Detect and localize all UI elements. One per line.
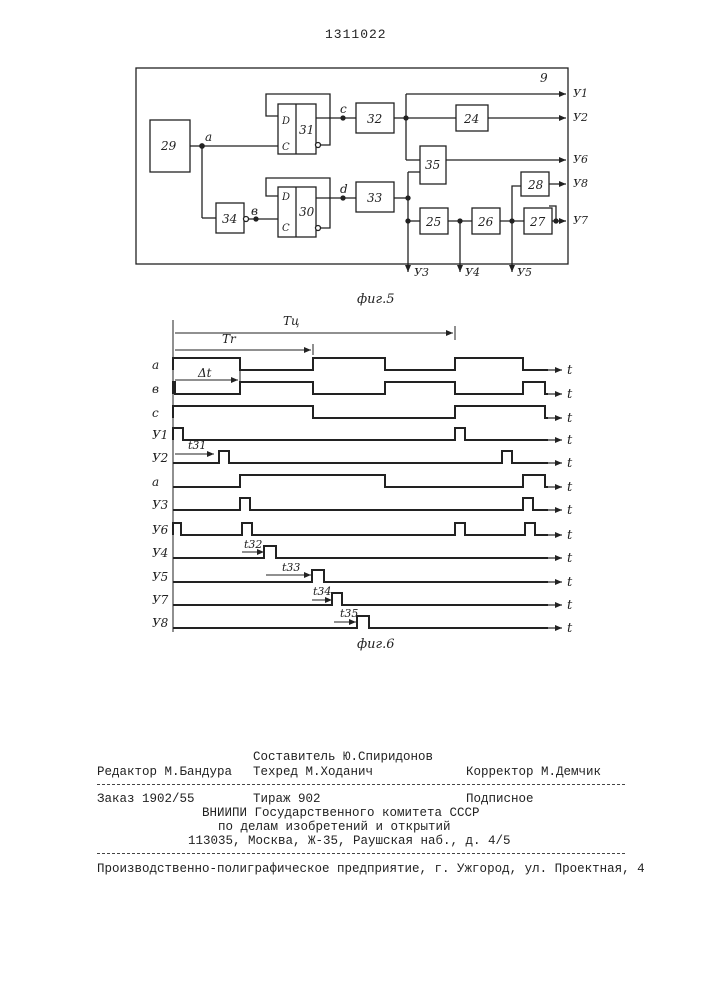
interval-t35: t35 (340, 607, 358, 620)
signal-label-1: в (152, 382, 159, 396)
output-y6: У6 (573, 153, 588, 166)
output-y3: У3 (414, 266, 429, 279)
interval-t33: t33 (282, 561, 300, 574)
signal-label-9: У5 (152, 570, 168, 584)
signal-label-6: У3 (152, 498, 169, 512)
axis-t-label-3: t (567, 433, 573, 448)
waveform-row-0 (173, 358, 548, 370)
block-26-label: 26 (477, 215, 494, 229)
imprint-printer: Производственно-полиграфическое предприя… (97, 862, 645, 876)
block-29-label: 29 (160, 139, 177, 153)
node-d-label: d (340, 182, 348, 196)
imprint-compiler: Составитель Ю.Спиридонов (253, 750, 433, 764)
imprint-circulation: Тираж 902 (253, 792, 321, 806)
divider-2 (97, 853, 625, 854)
interval-t32: t32 (244, 538, 262, 551)
axis-t-label-11: t (567, 621, 573, 636)
axis-t-label-9: t (567, 575, 573, 590)
signal-label-0: a (152, 358, 159, 372)
waveform-row-5 (173, 475, 548, 487)
block-32-label: 32 (367, 112, 382, 126)
interval-t34: t34 (313, 585, 331, 598)
waveform-row-4 (173, 451, 548, 463)
waveform-row-10 (173, 593, 548, 605)
fig6-caption: фиг.6 (357, 637, 395, 652)
waveform-row-3 (173, 428, 548, 440)
delta-t-label: Δt (197, 366, 212, 380)
frame-9 (136, 68, 568, 264)
output-y2: У2 (573, 111, 588, 124)
axis-t-label-2: t (567, 411, 573, 426)
ff30-d-input: D (281, 192, 290, 203)
signal-label-5: a (152, 475, 159, 489)
axis-t-label-1: t (567, 387, 573, 402)
axis-t-label-0: t (567, 363, 573, 378)
block-35-label: 35 (425, 158, 440, 172)
ff31-d-input: D (281, 116, 290, 127)
imprint-order: Заказ 1902/55 (97, 792, 195, 806)
imprint-subscription: Подписное (466, 792, 534, 806)
signal-label-11: У8 (152, 616, 169, 630)
block-30-label: 30 (299, 205, 315, 219)
fig6-timing-diagram: Tц Tr Δt t31 t32 t33 t34 t35 atвtctУ1tУ2… (152, 314, 573, 652)
divider-1 (97, 784, 625, 785)
output-y4: У4 (465, 266, 480, 279)
output-y8: У8 (573, 177, 588, 190)
imprint-address: 113035, Москва, Ж-35, Раушская наб., д. … (188, 834, 511, 848)
block-31-label: 31 (299, 123, 314, 137)
frame-label-9: 9 (540, 71, 548, 85)
waveform-row-11 (173, 616, 548, 628)
output-y5: У5 (517, 266, 532, 279)
block-34-label: 34 (222, 212, 237, 226)
output-y1: У1 (573, 87, 588, 100)
ff31-c-input: C (282, 142, 290, 153)
axis-t-label-5: t (567, 480, 573, 495)
axis-t-label-7: t (567, 528, 573, 543)
waveform-row-2 (173, 406, 548, 418)
signal-label-3: У1 (152, 428, 168, 442)
node-b-label: в (251, 204, 258, 218)
node-a-label: a (205, 130, 212, 144)
waveform-row-6 (173, 498, 548, 510)
signal-label-7: У6 (152, 523, 169, 537)
signal-label-2: c (152, 406, 159, 420)
imprint-techred: Техред М.Ходанич (253, 765, 373, 779)
fig5-caption: фиг.5 (357, 292, 395, 307)
block-25-label: 25 (425, 215, 441, 229)
period-tc-label: Tц (283, 314, 299, 328)
imprint-org1: ВНИИПИ Государственного комитета СССР (202, 806, 480, 820)
waveform-row-9 (173, 570, 548, 582)
axis-t-label-4: t (567, 456, 573, 471)
waveforms: atвtctУ1tУ2tatУ3tУ6tУ4tУ5tУ7tУ8t (152, 358, 573, 636)
waveform-row-8 (173, 546, 548, 558)
axis-t-label-8: t (567, 551, 573, 566)
output-y7: У7 (573, 214, 588, 227)
waveform-row-1 (173, 382, 548, 394)
block-33-label: 33 (367, 191, 383, 205)
fig5-labels: 29 31 32 30 33 34 24 35 28 25 26 27 9 D … (160, 71, 588, 307)
signal-label-4: У2 (152, 451, 168, 465)
block-28-label: 28 (527, 178, 544, 192)
axis-t-label-10: t (567, 598, 573, 613)
period-tr-label: Tr (222, 332, 237, 346)
ff30-c-input: C (282, 223, 290, 234)
block-27-label: 27 (529, 215, 546, 229)
waveform-row-7 (173, 523, 548, 535)
imprint-editor: Редактор М.Бандура (97, 765, 232, 779)
fig5-block-diagram (136, 68, 568, 272)
axis-t-label-6: t (567, 503, 573, 518)
signal-label-10: У7 (152, 593, 169, 607)
imprint-corrector: Корректор М.Демчик (466, 765, 601, 779)
imprint-org2: по делам изобретений и открытий (218, 820, 451, 834)
node-c-label: c (340, 102, 347, 116)
signal-label-8: У4 (152, 546, 168, 560)
block-24-label: 24 (463, 112, 479, 126)
